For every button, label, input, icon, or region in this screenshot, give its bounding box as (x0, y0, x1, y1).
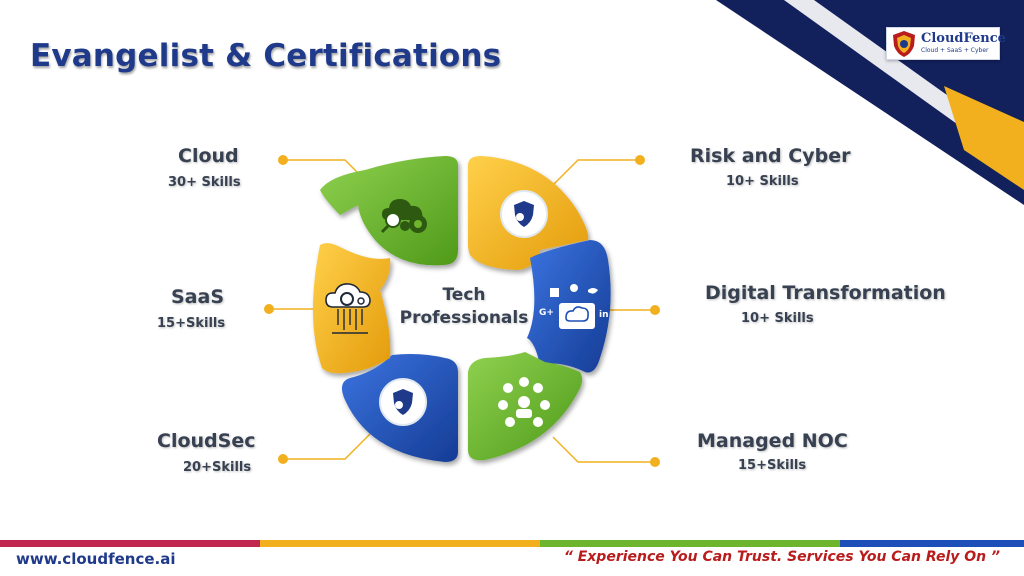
skills-digital-transformation: 10+ Skills (741, 311, 814, 326)
label-risk-cyber: Risk and Cyber (690, 145, 851, 167)
label-managed-noc: Managed NOC (697, 430, 848, 452)
brand-logo[interactable]: CloudFence Cloud + SaaS + Cyber (886, 27, 1006, 60)
cloud-search-gear-icon (380, 199, 427, 234)
skills-managed-noc: 15+Skills (738, 458, 807, 473)
connector-dots (264, 155, 660, 467)
logo-name: CloudFence (921, 31, 1006, 46)
center-title: Tech Professionals (396, 284, 532, 330)
svg-text:G+: G+ (539, 308, 554, 318)
footer-tagline: “ Experience You Can Trust. Services You… (563, 549, 1000, 565)
logo-tagline: Cloud + SaaS + Cyber (921, 47, 989, 54)
center-title-line1: Tech (442, 285, 486, 305)
website-link[interactable]: www.cloudfence.ai (16, 550, 176, 568)
social-cloud-icon: G+ in (539, 284, 609, 329)
cloudsec-shield-icon (379, 378, 427, 426)
footer-color-strip (0, 540, 1024, 547)
connector-lines (269, 159, 655, 463)
page-title: Evangelist & Certifications (30, 38, 502, 74)
skills-saas: 15+Skills (157, 316, 226, 331)
center-title-line2: Professionals (399, 308, 529, 328)
cloud-circuit-icon (325, 283, 371, 334)
label-digital-transformation: Digital Transformation (705, 282, 946, 304)
svg-text:in: in (599, 310, 609, 320)
network-operator-icon (498, 377, 550, 427)
skills-cloud: 30+ Skills (168, 175, 241, 190)
risk-shield-icon (500, 190, 548, 238)
label-cloudsec: CloudSec (157, 430, 256, 452)
logo-shield-icon (893, 31, 915, 57)
label-saas: SaaS (171, 286, 225, 308)
label-cloud: Cloud (178, 145, 239, 167)
skills-cloudsec: 20+Skills (183, 460, 252, 475)
segment-saas[interactable] (312, 243, 391, 374)
skills-risk-cyber: 10+ Skills (726, 174, 799, 189)
